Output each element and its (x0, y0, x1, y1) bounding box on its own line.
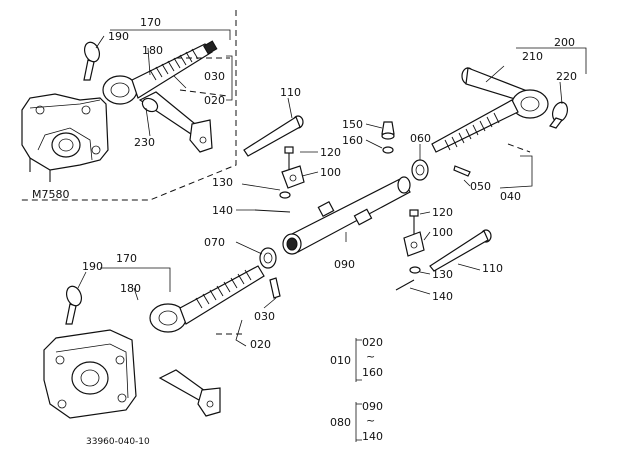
figure-code: 33960-040-10 (86, 437, 150, 447)
label-220: 220 (556, 70, 577, 83)
pin-140-upper (254, 209, 291, 213)
label-080: 080 (330, 416, 351, 429)
label-m7580: M7580 (32, 188, 70, 201)
washer-160 (382, 146, 394, 154)
upper-right-turnbuckle (431, 89, 549, 153)
nut-060 (411, 159, 429, 181)
washer-130-lower (409, 266, 421, 274)
leader-lines (77, 35, 563, 309)
label-180-upper: 180 (142, 44, 163, 57)
label-range-010: ~ (366, 350, 375, 363)
label-130-lower: 130 (432, 268, 453, 281)
pin-190-upper (83, 41, 101, 81)
bolt-120-lower (409, 209, 419, 236)
upper-pin-110 (243, 115, 304, 157)
lower-left-turnbuckle (149, 265, 265, 333)
label-010: 010 (330, 354, 351, 367)
lower-pin-110 (429, 229, 492, 272)
cross-shaft-090 (282, 176, 411, 255)
label-190-upper: 190 (108, 30, 129, 43)
label-150: 150 (342, 118, 363, 131)
lower-left-bracket (43, 329, 137, 419)
label-140-upper: 140 (212, 204, 233, 217)
label-020-lower: 020 (250, 338, 271, 351)
grease-fitting-150 (381, 121, 395, 140)
label-070: 070 (204, 236, 225, 249)
label-190-lower: 190 (82, 260, 103, 273)
label-160: 160 (342, 134, 363, 147)
bracket-100-lower (403, 231, 425, 257)
label-140-lower: 140 (432, 290, 453, 303)
label-050: 050 (470, 180, 491, 193)
bolt-120-upper (284, 146, 294, 170)
label-range-080: ~ (366, 414, 375, 427)
upper-left-bracket (21, 93, 109, 182)
label-200: 200 (554, 36, 575, 49)
label-180-lower: 180 (120, 282, 141, 295)
label-040: 040 (500, 190, 521, 203)
label-020-legend: 020 (362, 336, 383, 349)
label-110-lower: 110 (482, 262, 503, 275)
label-030-lower: 030 (254, 310, 275, 323)
lower-left-check-chain (158, 369, 221, 417)
pin-030-lower (269, 277, 281, 299)
label-170-upper: 170 (140, 16, 161, 29)
pin-140-lower (395, 279, 415, 291)
callout-labels: 170 190 180 030 020 230 M7580 110 120 10… (32, 16, 577, 447)
label-100-lower: 100 (432, 226, 453, 239)
label-120-upper: 120 (320, 146, 341, 159)
label-090-legend: 090 (362, 400, 383, 413)
label-230: 230 (134, 136, 155, 149)
washer-130-upper (279, 191, 291, 199)
pin-050 (453, 165, 471, 177)
m7580-boundary (20, 10, 237, 201)
pin-220 (549, 101, 569, 129)
pin-190-lower (65, 285, 83, 325)
label-140-legend: 140 (362, 430, 383, 443)
label-120-lower: 120 (432, 206, 453, 219)
bracket-lines (100, 29, 587, 442)
label-090: 090 (334, 258, 355, 271)
bracket-100-upper (281, 165, 305, 189)
label-170-lower: 170 (116, 252, 137, 265)
label-210: 210 (522, 50, 543, 63)
label-060: 060 (410, 132, 431, 145)
label-030-upper: 030 (204, 70, 225, 83)
label-020-upper: 020 (204, 94, 225, 107)
nut-070 (259, 247, 277, 269)
label-100-upper: 100 (320, 166, 341, 179)
label-160-legend: 160 (362, 366, 383, 379)
label-110-upper: 110 (280, 86, 301, 99)
label-130-upper: 130 (212, 176, 233, 189)
